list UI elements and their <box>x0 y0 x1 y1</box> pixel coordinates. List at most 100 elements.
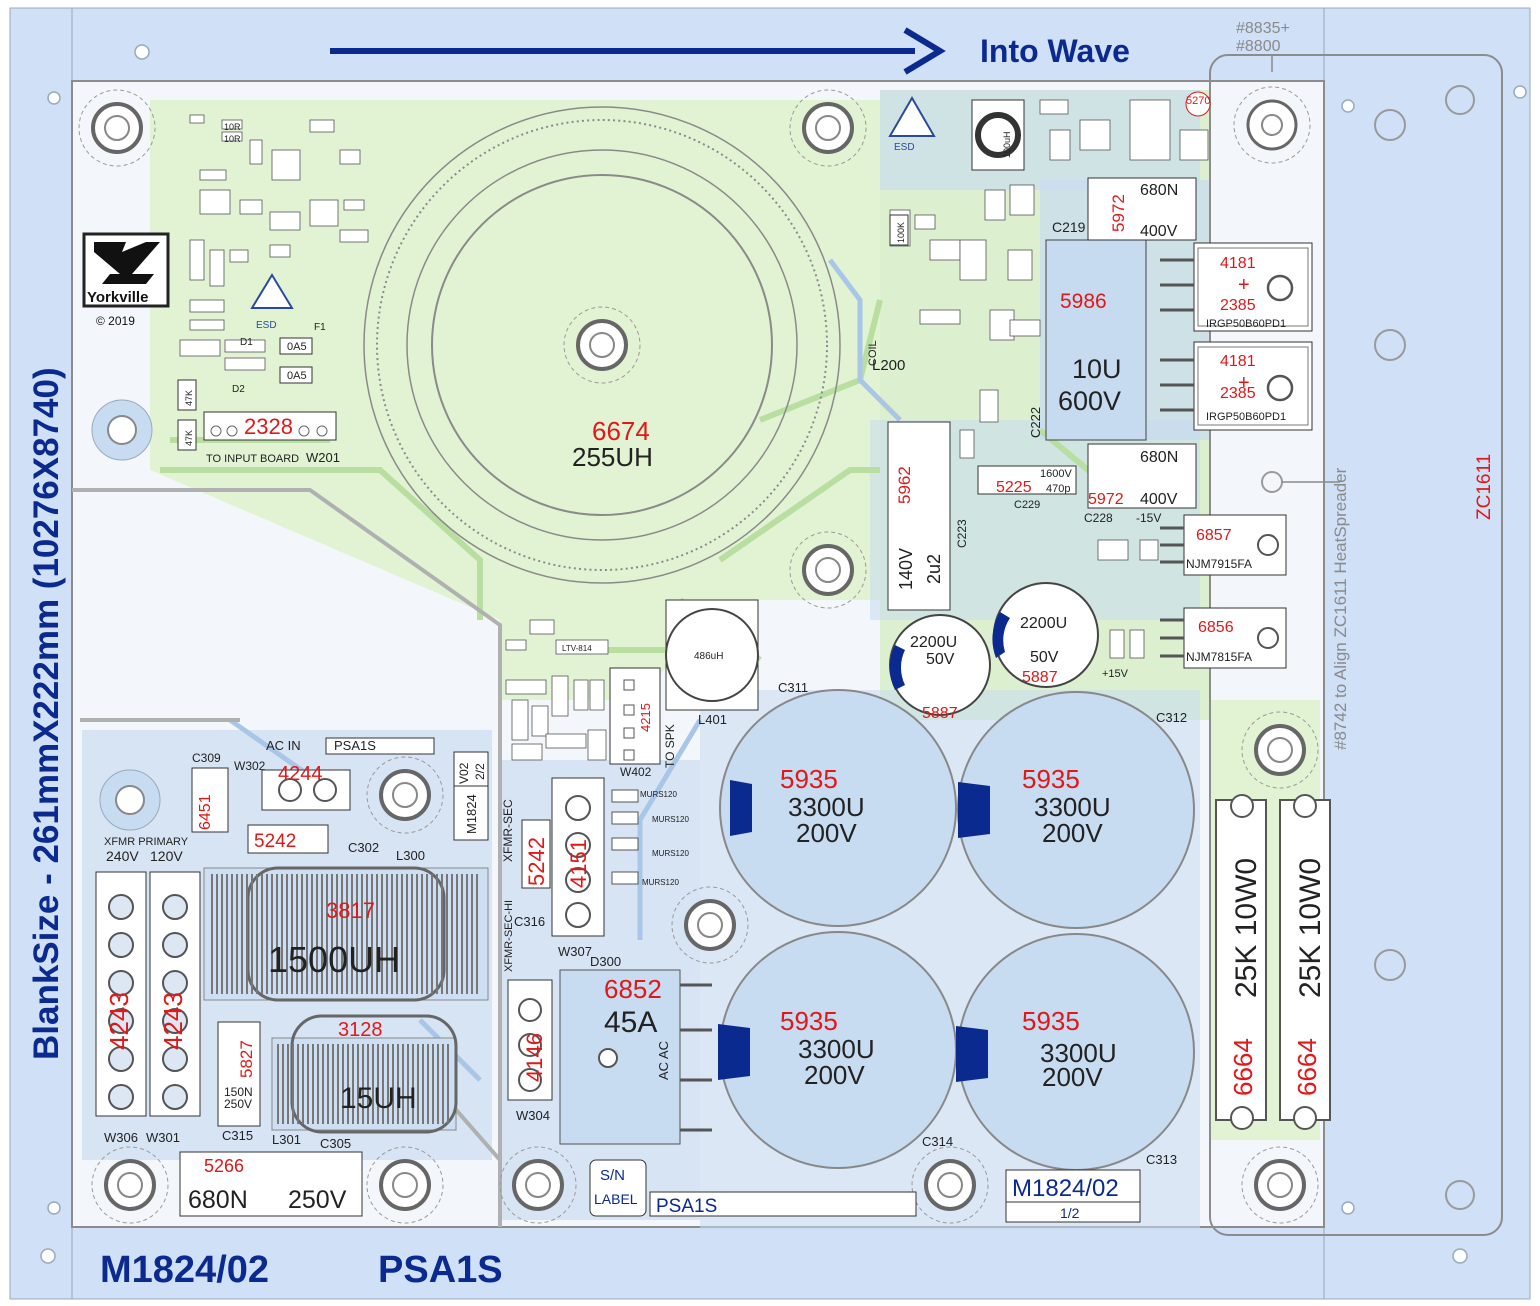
c311-label: C311 <box>778 680 808 695</box>
igbt-b-part: IRGP50B60PD1 <box>1206 411 1286 423</box>
igbt-a-part: IRGP50B60PD1 <box>1206 318 1286 330</box>
cap-c305-v2: 250V <box>288 1186 347 1214</box>
cap-3300u-a-v2: 200V <box>796 818 857 848</box>
cap-3300u-d-v2: 200V <box>1042 1062 1103 1092</box>
xfmr-sec-hi-code: 4146 <box>522 1033 547 1082</box>
l300-value: 1500UH <box>268 939 400 980</box>
cap-c223-v2: 2u2 <box>924 554 944 584</box>
ac-in-code: 4244 <box>278 763 323 785</box>
smd-component-cluster-right <box>889 99 1209 659</box>
cap-c302 <box>247 824 329 854</box>
c302-label: C302 <box>348 840 379 855</box>
cap-2200u-a-v2: 50V <box>926 651 955 668</box>
resistor-25k-a-code: 6664 <box>1228 1038 1258 1096</box>
sn-label-line1: S/N <box>600 1167 625 1184</box>
murs-4-label: MURS120 <box>642 878 679 887</box>
secondary-connector-code-a: 5242 <box>524 837 549 886</box>
f1-label: F1 <box>314 322 326 333</box>
ac-in-pins <box>278 778 337 802</box>
cap-2200u-a-code: 5887 <box>922 705 958 722</box>
ac-in-label: AC IN <box>266 738 301 753</box>
cap-c315-v1: 150N <box>224 1085 253 1099</box>
cap-3300u-a-code: 5935 <box>780 764 838 794</box>
to-spk-label: TO SPK <box>663 724 677 768</box>
sn-label-box <box>589 1159 647 1217</box>
w402-label: W402 <box>620 765 652 779</box>
cap-3300u-top-left <box>719 689 957 927</box>
cap-3300u-d-v1: 3300U <box>1040 1038 1117 1068</box>
bridge-rectifier <box>559 969 681 1145</box>
primary-connector-w301 <box>149 871 201 1117</box>
bottom-model-label: M1824/02 <box>100 1249 269 1291</box>
psa1s-box-label: PSA1S <box>656 1196 717 1217</box>
into-wave-label: Into Wave <box>980 33 1130 69</box>
xfmr-sec-label: XFMR-SEC <box>501 799 515 862</box>
bottom-band <box>9 1226 1531 1300</box>
c312-label: C312 <box>1156 710 1187 725</box>
cap-c229-v2: 470p <box>1046 483 1070 495</box>
l200-label: L200 <box>872 357 905 374</box>
to-input-board-label: TO INPUT BOARD <box>206 453 299 465</box>
heatspreader-label: ZC1611 <box>1474 454 1495 520</box>
cap-2200u-a <box>889 614 991 716</box>
w306-code: 4243 <box>104 992 134 1050</box>
m1824-vert-label: M1824 <box>464 794 479 834</box>
cap-c219-top: 680N <box>1140 182 1178 199</box>
l300-label: L300 <box>396 848 425 863</box>
r-100k-top <box>889 214 909 246</box>
fuse-0a5-b-label: 0A5 <box>287 370 307 382</box>
v02-frac: 2/2 <box>473 763 487 780</box>
logo-text: Yorkville <box>87 289 148 306</box>
murs-1-label: MURS120 <box>640 790 677 799</box>
input-connector-pins <box>210 425 328 437</box>
bridge-mount-hole <box>598 1048 618 1068</box>
cap-c305-v1: 680N <box>188 1186 248 1214</box>
cap-c305-code: 5266 <box>204 1156 244 1176</box>
w301-code: 4243 <box>158 992 188 1050</box>
cap-c223-box <box>887 421 951 611</box>
reg-7915-part: NJM7915FA <box>1186 557 1252 571</box>
d1-label: D1 <box>240 337 253 348</box>
cap-2200u-b <box>992 582 1099 688</box>
psa1s-small-label: PSA1S <box>334 738 376 753</box>
yorkville-logo: Yorkville <box>82 232 170 308</box>
bridge-ac-label: AC AC <box>656 1041 671 1080</box>
cap-3300u-bottom-right <box>956 933 1195 1171</box>
cap-c315 <box>217 1021 261 1127</box>
murs-2-label: MURS120 <box>652 815 689 824</box>
speaker-connector <box>609 667 661 765</box>
inductor-l300 <box>203 866 489 1002</box>
igbt-b <box>1160 341 1313 431</box>
r-47k-a-label: 47K <box>184 390 194 406</box>
smd-component-cluster-left <box>179 114 369 371</box>
xfmr-sec-hi-label: XFMR-SEC-HI <box>503 900 515 972</box>
cap-c223-v1: 140V <box>896 548 916 590</box>
w306-label: W306 <box>104 1130 138 1145</box>
c313-label: C313 <box>1146 1152 1177 1167</box>
w301-label: W301 <box>146 1130 180 1145</box>
c314-label: C314 <box>922 1134 953 1149</box>
r-47k-b-label: 47K <box>184 430 194 446</box>
r-47k-b <box>177 419 197 451</box>
l301-value: 15UH <box>340 1082 417 1115</box>
murs-3-label: MURS120 <box>652 849 689 858</box>
m1824-vert-box <box>453 785 489 841</box>
heatspreader-holes <box>1261 85 1475 1210</box>
direction-arrow-head <box>903 27 946 75</box>
cap-2200u-a-v1: 2200U <box>910 634 957 651</box>
resistor-25k-a <box>1215 794 1267 1130</box>
c228-label: C228 <box>1084 511 1113 525</box>
c223-label: C223 <box>955 519 969 548</box>
svg-text:ESD: ESD <box>256 320 277 331</box>
cap-c223-code: 5962 <box>895 466 914 504</box>
resistor-25k-b-code: 6664 <box>1292 1038 1322 1096</box>
smd-component-cluster-middle <box>505 619 609 761</box>
cap-c222-code: 5986 <box>1060 290 1107 313</box>
cap-c219-bot: 400V <box>1140 223 1178 240</box>
l301-code: 3128 <box>338 1019 383 1041</box>
secondary-code-box <box>521 819 551 889</box>
m1824-box-label: M1824/02 <box>1012 1175 1119 1202</box>
w307-label: W307 <box>558 944 592 959</box>
smd-value-10r-b: 10R <box>224 134 241 144</box>
cap-c229-code: 5225 <box>996 479 1032 496</box>
